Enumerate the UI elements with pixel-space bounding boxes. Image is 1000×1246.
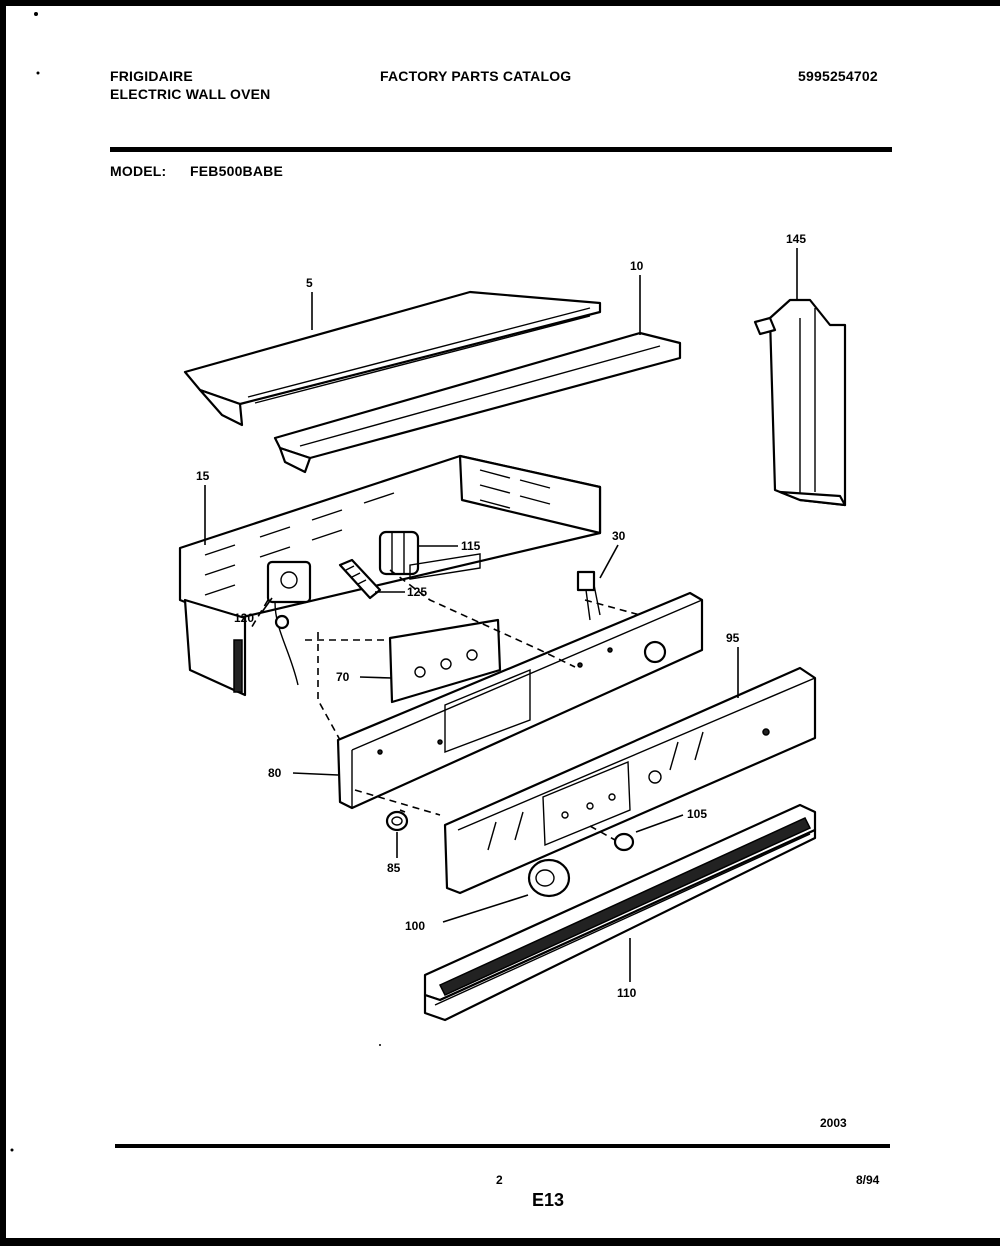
part-30-connector [576, 570, 601, 621]
catalog-title: FACTORY PARTS CATALOG [380, 68, 572, 84]
part-5-top-trim [183, 290, 602, 427]
part-95-faceplate [443, 666, 817, 895]
part-80-panel-frame [336, 591, 704, 810]
part-70-clock-timer [388, 553, 502, 704]
callout-30: 30 [612, 529, 626, 543]
scan-edge-bottom [0, 1238, 1000, 1246]
model-number: FEB500BABE [190, 163, 284, 179]
header-rule [110, 147, 892, 152]
vent-slots [204, 469, 551, 596]
revision-date: 8/94 [856, 1173, 880, 1187]
part-105-lamp [613, 832, 635, 852]
part-110-vent-trim [423, 803, 817, 1022]
callout-120: 120 [234, 611, 254, 625]
callout-10: 10 [630, 259, 644, 273]
assembly-lines [249, 569, 641, 841]
part-120-switch-assembly [266, 560, 312, 686]
page-number: 2 [496, 1173, 503, 1187]
callout-numbers: 5 10 145 15 115 30 125 120 70 95 80 105 … [196, 232, 806, 1000]
callout-125: 125 [407, 585, 427, 599]
callout-80: 80 [268, 766, 282, 780]
catalog-number: 5995254702 [798, 68, 878, 84]
callout-95: 95 [726, 631, 740, 645]
callout-105: 105 [687, 807, 707, 821]
callout-70: 70 [336, 670, 350, 684]
callout-110: 110 [617, 986, 637, 1000]
callout-100: 100 [405, 919, 425, 933]
callout-85: 85 [387, 861, 401, 875]
drawing-code: 2003 [820, 1116, 847, 1130]
callout-5: 5 [306, 276, 313, 290]
model-label: MODEL: [110, 163, 167, 179]
scan-specks [10, 12, 381, 1152]
part-85-knob [385, 810, 409, 832]
footer-rule [115, 1144, 890, 1148]
scan-edge-left [0, 0, 6, 1246]
callout-115: 115 [461, 539, 481, 553]
part-125-probe [338, 558, 382, 600]
part-115-switch [378, 530, 420, 576]
part-100-selector-knob [527, 858, 571, 898]
callout-145: 145 [786, 232, 806, 246]
callout-15: 15 [196, 469, 210, 483]
part-145-side-channel [753, 298, 847, 507]
scan-edge-top [0, 0, 1000, 6]
product-name: ELECTRIC WALL OVEN [110, 86, 271, 102]
section-code: E13 [532, 1190, 565, 1210]
leader-lines [204, 248, 798, 982]
part-10-trim-strip [273, 331, 682, 474]
brand-name: FRIGIDAIRE [110, 68, 193, 84]
